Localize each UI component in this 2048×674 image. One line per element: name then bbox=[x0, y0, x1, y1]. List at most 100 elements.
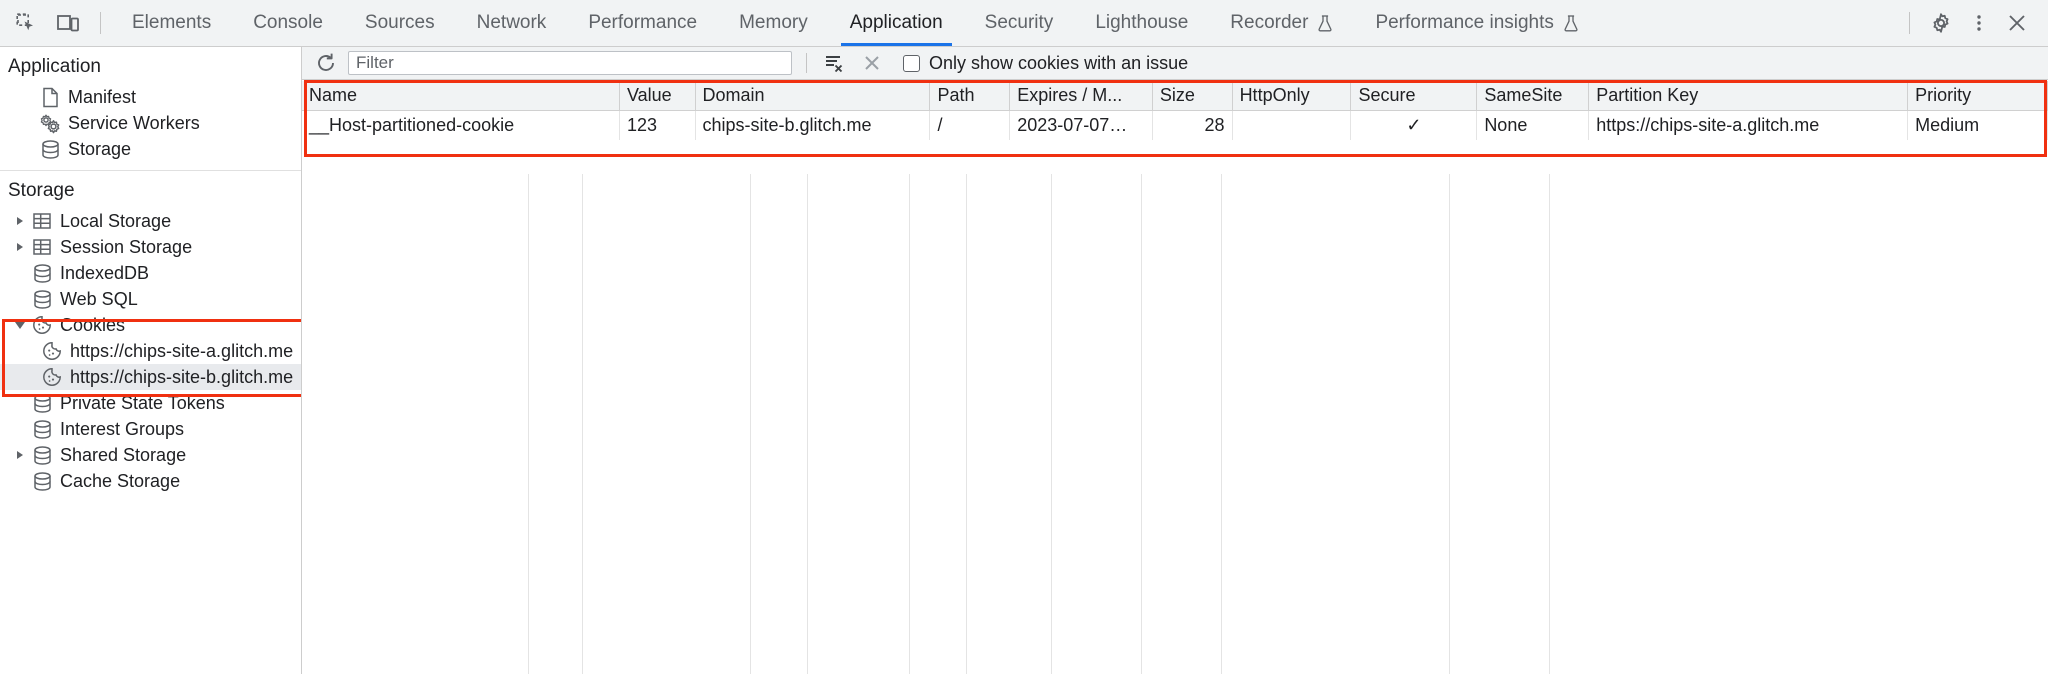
tab-performance[interactable]: Performance bbox=[567, 0, 718, 46]
tab-label: Security bbox=[984, 12, 1054, 33]
panel-tabs: Elements Console Sources Network Perform… bbox=[111, 0, 1600, 46]
tabbar-right-icons bbox=[1903, 5, 2048, 41]
chevron-down-icon[interactable] bbox=[10, 321, 30, 329]
filter-placeholder: Filter bbox=[356, 53, 394, 72]
column-header-httponly[interactable]: HttpOnly bbox=[1232, 81, 1352, 111]
sidebar-item-cookies[interactable]: Cookies bbox=[0, 312, 301, 338]
tab-security[interactable]: Security bbox=[964, 0, 1075, 46]
cookies-table-container[interactable]: Name Value Domain Path Expires / M... Si… bbox=[302, 81, 2048, 674]
table-row[interactable]: __Host-partitioned-cookie 123 chips-site… bbox=[302, 110, 2048, 140]
sidebar-item-label: Cache Storage bbox=[60, 471, 181, 491]
sidebar-item-manifest[interactable]: Manifest bbox=[0, 84, 301, 110]
cell-path[interactable]: / bbox=[929, 110, 1011, 140]
device-toolbar-icon[interactable] bbox=[50, 6, 86, 40]
sidebar-divider bbox=[0, 170, 301, 171]
application-sidebar: Application Manifest Service Workers bbox=[0, 47, 302, 674]
cell-secure[interactable]: ✓ bbox=[1350, 110, 1478, 140]
sidebar-item-session-storage[interactable]: Session Storage bbox=[0, 234, 301, 260]
sidebar-item-label: Private State Tokens bbox=[60, 393, 225, 413]
database-icon bbox=[30, 393, 54, 414]
sidebar-item-label: Manifest bbox=[68, 87, 137, 107]
cell-size[interactable]: 28 bbox=[1152, 110, 1233, 140]
cookies-table: Name Value Domain Path Expires / M... Si… bbox=[302, 81, 2048, 140]
column-header-domain[interactable]: Domain bbox=[695, 81, 931, 111]
sidebar-item-web-sql[interactable]: Web SQL bbox=[0, 286, 301, 312]
sidebar-item-service-workers[interactable]: Service Workers bbox=[0, 110, 301, 136]
column-header-samesite[interactable]: SameSite bbox=[1476, 81, 1590, 111]
cell-partition-key[interactable]: https://chips-site-a.glitch.me bbox=[1588, 110, 1909, 140]
tab-console[interactable]: Console bbox=[232, 0, 344, 46]
tab-label: Lighthouse bbox=[1095, 12, 1189, 33]
column-header-size[interactable]: Size bbox=[1152, 81, 1233, 111]
sidebar-item-label: Service Workers bbox=[68, 113, 200, 133]
sidebar-item-private-state-tokens[interactable]: Private State Tokens bbox=[0, 390, 301, 416]
filter-input[interactable]: Filter bbox=[348, 51, 792, 75]
sidebar-item-cookie-origin-a[interactable]: https://chips-site-a.glitch.me bbox=[0, 338, 301, 364]
column-header-partition-key[interactable]: Partition Key bbox=[1588, 81, 1909, 111]
tab-performance-insights[interactable]: Performance insights bbox=[1354, 0, 1599, 46]
column-header-path[interactable]: Path bbox=[929, 81, 1011, 111]
chevron-right-icon[interactable] bbox=[10, 451, 30, 459]
experiment-flask-icon bbox=[1563, 14, 1579, 32]
cell-expires[interactable]: 2023-07-07… bbox=[1009, 110, 1153, 140]
clear-all-cookies-icon[interactable] bbox=[819, 50, 849, 76]
devtools-tabbar: Elements Console Sources Network Perform… bbox=[0, 0, 2048, 47]
column-header-priority[interactable]: Priority bbox=[1907, 81, 2048, 111]
tab-elements[interactable]: Elements bbox=[111, 0, 232, 46]
cookie-icon bbox=[40, 341, 64, 361]
sidebar-item-cache-storage[interactable]: Cache Storage bbox=[0, 468, 301, 494]
sidebar-item-label: Shared Storage bbox=[60, 445, 187, 465]
cell-value[interactable]: 123 bbox=[619, 110, 696, 140]
sidebar-item-label: Web SQL bbox=[60, 289, 138, 309]
sidebar-item-storage[interactable]: Storage bbox=[0, 136, 301, 162]
tab-memory[interactable]: Memory bbox=[718, 0, 829, 46]
tab-label: Console bbox=[253, 12, 323, 33]
sidebar-item-cookie-origin-b[interactable]: https://chips-site-b.glitch.me bbox=[0, 364, 301, 390]
database-icon bbox=[30, 419, 54, 440]
column-header-value[interactable]: Value bbox=[619, 81, 696, 111]
column-header-secure[interactable]: Secure bbox=[1350, 81, 1478, 111]
tab-label: Sources bbox=[364, 12, 435, 33]
experiment-flask-icon bbox=[1317, 14, 1333, 32]
sidebar-item-label: Session Storage bbox=[60, 237, 193, 257]
tab-network[interactable]: Network bbox=[456, 0, 568, 46]
database-icon bbox=[38, 139, 62, 160]
database-icon bbox=[30, 471, 54, 492]
chevron-right-icon[interactable] bbox=[10, 243, 30, 251]
tab-label: Application bbox=[849, 12, 943, 33]
tab-label: Performance insights bbox=[1375, 12, 1554, 33]
sidebar-item-local-storage[interactable]: Local Storage bbox=[0, 208, 301, 234]
cell-httponly[interactable] bbox=[1232, 110, 1352, 140]
column-header-expires[interactable]: Expires / M... bbox=[1009, 81, 1153, 111]
devtools-body: Application Manifest Service Workers bbox=[0, 47, 2048, 674]
cell-samesite[interactable]: None bbox=[1476, 110, 1590, 140]
sidebar-item-interest-groups[interactable]: Interest Groups bbox=[0, 416, 301, 442]
more-vertical-icon[interactable] bbox=[1960, 5, 1998, 41]
sidebar-item-shared-storage[interactable]: Shared Storage bbox=[0, 442, 301, 468]
tab-label: Memory bbox=[739, 12, 808, 33]
cell-domain[interactable]: chips-site-b.glitch.me bbox=[695, 110, 931, 140]
tab-recorder[interactable]: Recorder bbox=[1209, 0, 1354, 46]
tabbar-divider-right bbox=[1909, 12, 1910, 34]
tab-sources[interactable]: Sources bbox=[344, 0, 456, 46]
refresh-icon[interactable] bbox=[312, 50, 340, 76]
sidebar-item-label: https://chips-site-a.glitch.me bbox=[70, 341, 294, 361]
tab-label: Network bbox=[476, 12, 547, 33]
only-show-issues-checkbox[interactable]: Only show cookies with an issue bbox=[903, 53, 1188, 74]
table-header-row: Name Value Domain Path Expires / M... Si… bbox=[302, 81, 2048, 111]
gear-icon[interactable] bbox=[1922, 5, 1960, 41]
tab-lighthouse[interactable]: Lighthouse bbox=[1074, 0, 1209, 46]
sidebar-item-indexeddb[interactable]: IndexedDB bbox=[0, 260, 301, 286]
close-icon[interactable] bbox=[1998, 5, 2036, 41]
inspect-element-icon[interactable] bbox=[8, 6, 44, 40]
checkbox-box[interactable] bbox=[903, 54, 920, 72]
delete-selected-icon[interactable] bbox=[857, 50, 887, 76]
cell-name[interactable]: __Host-partitioned-cookie bbox=[302, 110, 620, 140]
chevron-right-icon[interactable] bbox=[10, 217, 30, 225]
table-empty-grid bbox=[302, 174, 2048, 674]
column-header-name[interactable]: Name bbox=[302, 81, 620, 111]
cookies-main-panel: Filter Only show cookies with an issue bbox=[302, 47, 2048, 674]
sidebar-section-application-title: Application bbox=[8, 56, 101, 77]
tab-application[interactable]: Application bbox=[829, 0, 964, 46]
cell-priority[interactable]: Medium bbox=[1907, 110, 2048, 140]
